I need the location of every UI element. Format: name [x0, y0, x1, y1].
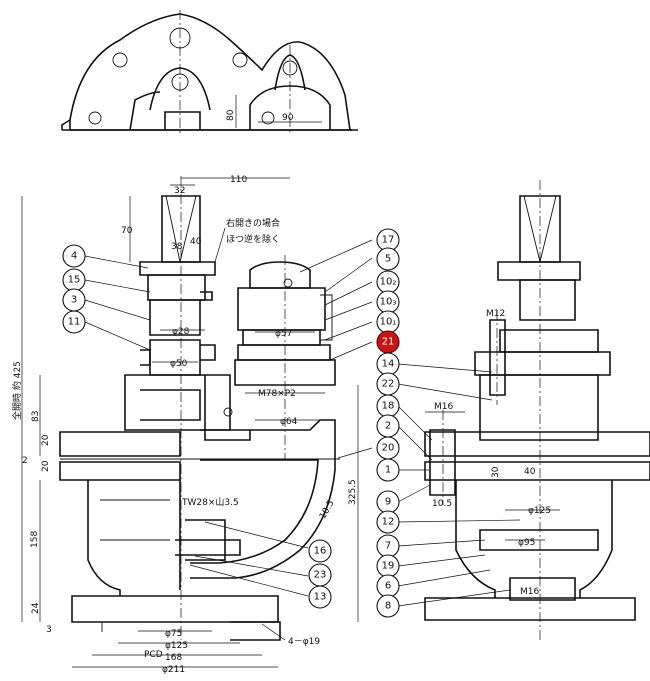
side-dim-30: 30 [491, 466, 501, 478]
dim-3: 3 [46, 625, 52, 635]
balloon-12-label: 12 [382, 517, 395, 528]
balloon-8-label: 8 [385, 601, 391, 612]
balloon-9: 9 [376, 490, 400, 514]
balloon-23: 23 [308, 563, 332, 587]
balloon-10-3-label: 10₃ [380, 297, 397, 308]
front-section-view: 32 110 70 38 40 φ28 φ50 φ57 M78×P2 φ64 全… [11, 175, 359, 675]
dim-d50: φ50 [170, 359, 188, 369]
balloon-21-highlight: 21 [376, 330, 400, 354]
balloon-2-label: 2 [385, 421, 391, 432]
balloon-1: 1 [376, 458, 400, 482]
side-dim-40: 40 [524, 467, 536, 477]
dim-total-length: 全開時 約 425 [11, 361, 23, 420]
balloon-15: 15 [62, 268, 86, 292]
dim-2: 2 [22, 456, 28, 466]
balloon-7: 7 [376, 534, 400, 558]
balloon-22-label: 22 [382, 379, 395, 390]
balloon-3: 3 [62, 288, 86, 312]
balloon-9-label: 9 [385, 497, 391, 508]
balloon-17-label: 17 [382, 235, 395, 246]
top-view: 80 90 [61, 10, 358, 135]
balloon-4: 4 [62, 244, 86, 268]
balloon-14: 14 [376, 352, 400, 376]
note-line1: 右開きの場合 [226, 217, 280, 229]
balloon-22: 22 [376, 372, 400, 396]
dim-m78: M78×P2 [258, 389, 296, 399]
balloon-6: 6 [376, 574, 400, 598]
dim-d28: φ28 [172, 327, 190, 337]
dim-83: 83 [31, 411, 41, 422]
balloon-5: 5 [376, 247, 400, 271]
balloon-19-label: 19 [382, 561, 395, 572]
balloon-11: 11 [62, 310, 86, 334]
dim-90: 90 [282, 113, 294, 123]
balloon-10-1: 10₁ [376, 310, 400, 334]
balloon-3-label: 3 [71, 295, 77, 306]
balloon-5-label: 5 [385, 254, 391, 265]
balloon-10-1-label: 10₁ [380, 317, 397, 328]
balloon-20-label: 20 [382, 443, 395, 454]
balloon-18-label: 18 [382, 401, 395, 412]
side-dim-m16: M16 [434, 402, 453, 412]
dim-20a: 20 [41, 434, 51, 446]
dim-20b: 20 [41, 460, 51, 472]
balloon-23-label: 23 [314, 570, 327, 581]
balloon-13-label: 13 [314, 592, 327, 603]
balloon-14-label: 14 [382, 359, 395, 370]
dim-158: 158 [30, 531, 40, 548]
dim-10-5: 10.5 [318, 499, 337, 521]
dim-80: 80 [226, 109, 236, 121]
balloon-10-2: 10₂ [376, 270, 400, 294]
balloon-16-label: 16 [314, 546, 327, 557]
dim-d211: φ211 [162, 665, 185, 675]
balloon-16: 16 [308, 539, 332, 563]
dim-pcd: PCD [144, 650, 163, 660]
dim-168: 168 [165, 653, 182, 663]
dim-40: 40 [190, 237, 202, 247]
dim-110: 110 [230, 175, 247, 185]
dim-32: 32 [174, 186, 185, 196]
balloon-12: 12 [376, 510, 400, 534]
balloon-2: 2 [376, 414, 400, 438]
balloon-11-label: 11 [68, 317, 81, 328]
leader-lines [84, 239, 521, 607]
balloon-13: 13 [308, 585, 332, 609]
dim-bolt: 4－φ19 [288, 637, 320, 647]
side-dim-d95: φ95 [518, 538, 535, 548]
side-dim-d125: φ125 [528, 506, 551, 516]
dim-d125: φ125 [165, 641, 188, 651]
side-dim-m16b: M16 [520, 587, 539, 597]
balloon-20: 20 [376, 436, 400, 460]
dim-325-5: 325.5 [348, 479, 358, 505]
balloon-6-label: 6 [385, 581, 391, 592]
balloon-4-label: 4 [71, 251, 77, 262]
balloon-21-label: 21 [382, 337, 395, 348]
balloon-18: 18 [376, 394, 400, 418]
side-dim-10-5: 10.5 [432, 499, 452, 509]
dim-70: 70 [121, 226, 133, 236]
note-line2: ほつ逆を除く [226, 233, 280, 245]
side-dim-m12: M12 [486, 309, 505, 319]
dim-d75: φ75 [165, 629, 182, 639]
balloon-10-2-label: 10₂ [380, 277, 397, 288]
balloon-7-label: 7 [385, 541, 391, 552]
dim-tw28: TW28×山3.5 [181, 497, 239, 508]
dim-38: 38 [171, 242, 183, 252]
balloon-8: 8 [376, 594, 400, 618]
balloon-1-label: 1 [385, 465, 391, 476]
balloon-19: 19 [376, 554, 400, 578]
side-section-view: M12 M16 30 40 10.5 φ125 φ95 M16 [424, 180, 650, 640]
balloon-15-label: 15 [68, 275, 81, 286]
dim-d64: φ64 [280, 417, 298, 427]
dim-24: 24 [31, 602, 41, 614]
balloon-10-3: 10₃ [376, 290, 400, 314]
dim-d57: φ57 [275, 329, 292, 339]
